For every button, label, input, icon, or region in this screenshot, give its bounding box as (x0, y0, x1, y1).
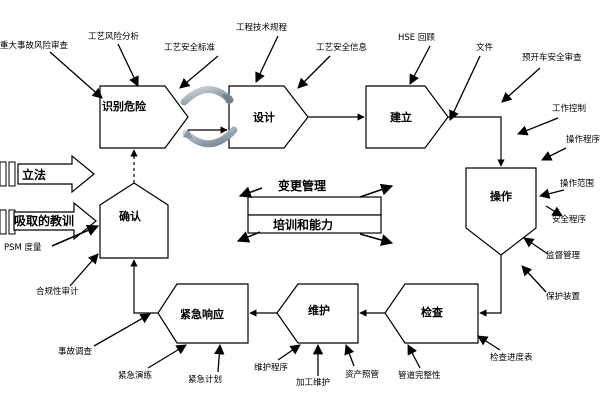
annotation-supervision: 监督管理 (546, 250, 581, 261)
node-operate: 操作 (465, 167, 537, 256)
cycle-arrows-icon (180, 86, 238, 148)
annotation-emergency-plan: 紧急计划 (188, 374, 222, 385)
annotation-documents: 文件 (476, 42, 494, 53)
node-build-label: 建立 (390, 110, 412, 124)
node-build: 建立 (365, 85, 449, 149)
annotation-operating-procedures: 操作程序 (566, 134, 601, 145)
annotation-pre-startup-review: 预开车安全审查 (522, 52, 582, 63)
annotation-maintenance-procedures: 维护程序 (254, 362, 289, 373)
node-design-label: 设计 (253, 110, 275, 124)
node-emergency-response: 紧急响应 (157, 283, 249, 344)
node-inspect-label: 检查 (421, 305, 443, 319)
annotation-process-safety-standards: 工艺安全标准 (164, 42, 216, 53)
annotation-safety-procedures: 安全程序 (552, 214, 587, 225)
node-identify-hazard-label: 识别危险 (102, 99, 147, 113)
annotation-pipeline-integrity: 管道完整性 (398, 370, 441, 381)
psm-metrics-label: PSM 度量 (4, 242, 42, 253)
annotation-process-maintenance: 加工维护 (296, 377, 330, 388)
node-design: 设计 (228, 85, 309, 149)
annotation-incident-investigation: 事故调查 (58, 346, 93, 357)
node-maintain-label: 维护 (308, 303, 330, 317)
center-block: 变更管理 培训和能力 (236, 178, 394, 246)
node-confirm-label: 确认 (119, 209, 142, 223)
annotation-compliance-audit: 合规性审计 (36, 286, 79, 297)
annotation-operating-range: 操作范围 (560, 178, 594, 189)
annotation-hse-review: HSE 回顾 (398, 33, 435, 43)
flow-connectors (130, 113, 505, 317)
annotation-emergency-drill: 紧急演练 (118, 370, 153, 381)
legislation-label: 立法 (22, 167, 46, 182)
annotation-process-safety-info: 工艺安全信息 (316, 42, 368, 53)
annotation-work-control: 工作控制 (552, 103, 586, 114)
node-confirm: 确认 (99, 182, 169, 259)
node-inspect: 检查 (384, 283, 479, 344)
change-management-label: 变更管理 (278, 178, 326, 193)
annotations: 重大事故风险审查 工艺风险分析 工艺安全标准 工程技术规程 工艺安全信息 HSE… (0, 22, 601, 388)
annotation-protective-devices: 保护装置 (546, 291, 581, 302)
node-operate-label: 操作 (490, 189, 512, 203)
annotation-major-accident-review: 重大事故风险审查 (0, 40, 69, 51)
node-identify-hazard: 识别危险 (99, 85, 189, 149)
training-capability-label: 培训和能力 (273, 217, 333, 232)
left-input-arrows: 立法 吸取的教训 PSM 度量 (0, 154, 100, 253)
annotation-process-hazard-analysis: 工艺风险分析 (88, 31, 140, 42)
annotation-engineering-specs: 工程技术规程 (236, 22, 288, 33)
lessons-learned-label: 吸取的教训 (14, 213, 74, 228)
annotation-asset-care: 资产照管 (345, 369, 379, 380)
annotation-inspection-schedule: 检查进度表 (490, 352, 533, 363)
node-maintain: 维护 (276, 283, 359, 344)
node-emergency-response-label: 紧急响应 (180, 307, 224, 321)
